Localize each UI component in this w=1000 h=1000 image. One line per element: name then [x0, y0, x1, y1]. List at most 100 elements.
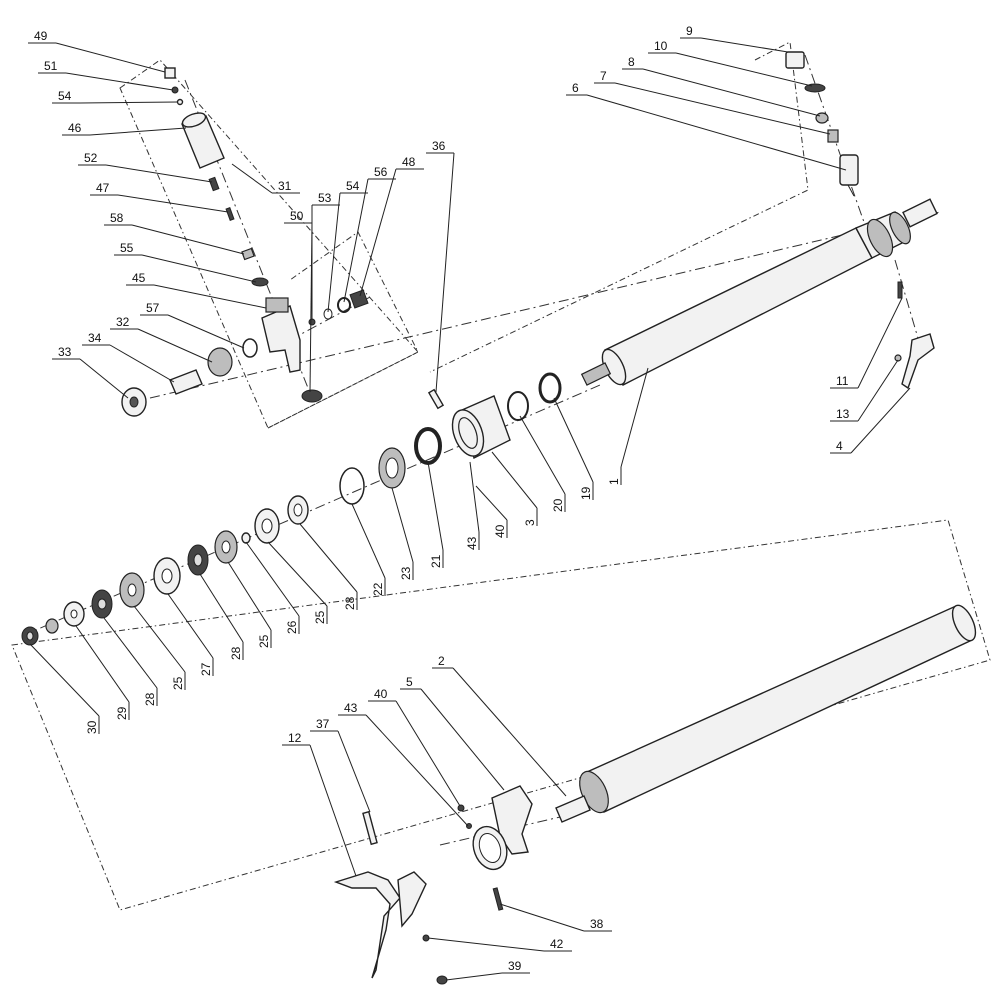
callout-c23: 23	[391, 487, 414, 580]
callout-label: 54	[58, 89, 72, 103]
boundary-frames	[11, 41, 991, 911]
callout-c25b: 25	[227, 561, 272, 648]
callout-label: 12	[288, 731, 302, 745]
callout-label: 49	[34, 29, 48, 43]
callout-label: 57	[146, 301, 160, 315]
callout-c52: 52	[78, 151, 213, 183]
callout-c51: 51	[38, 59, 174, 91]
part-49-plug	[164, 67, 176, 79]
part-57-oring	[242, 338, 258, 358]
callout-leader	[105, 164, 213, 183]
part-54a-oring	[176, 98, 184, 106]
callout-label: 11	[836, 374, 849, 388]
callout-label: 20	[551, 498, 565, 512]
callout-leader	[675, 52, 813, 87]
part-20-ring	[507, 391, 529, 421]
callout-label: 43	[344, 701, 358, 715]
part-4-lever	[901, 333, 935, 390]
callout-leader	[620, 367, 649, 468]
callout-leader	[586, 94, 847, 171]
part-37-bolt	[362, 810, 378, 846]
callout-c28c: 28	[103, 617, 158, 706]
callout-leader	[351, 503, 386, 579]
frame-inlet-assembly	[119, 59, 419, 429]
callout-c46: 46	[62, 121, 187, 136]
callout-label: 29	[115, 706, 129, 720]
callout-c56: 56	[343, 165, 396, 303]
frame-lower-assembly	[11, 519, 991, 911]
part-19-ring	[538, 372, 562, 404]
callout-label: 37	[316, 717, 330, 731]
callout-leader	[359, 168, 397, 297]
callout-c27: 27	[167, 593, 214, 676]
callout-leader	[79, 101, 179, 104]
callout-label: 50	[290, 209, 304, 223]
callout-c19: 19	[553, 397, 594, 500]
callout-leader	[231, 163, 273, 194]
callout-c26: 26	[245, 541, 300, 634]
callout-c38: 38	[499, 903, 612, 932]
part-58-seal	[241, 247, 255, 261]
callout-leader	[642, 68, 821, 117]
callout-label: 25	[171, 676, 185, 690]
callout-layer: 4951544652475855455732343331505354564836…	[28, 24, 911, 981]
callout-leader	[857, 297, 903, 389]
part-56-ring	[337, 297, 351, 313]
callout-c58: 58	[104, 211, 245, 255]
callout-leader	[137, 328, 213, 363]
callout-label: 7	[600, 69, 607, 83]
callout-label: 58	[110, 211, 124, 225]
callout-leader	[519, 415, 566, 495]
callout-label: 45	[132, 271, 146, 285]
callout-leader	[245, 541, 300, 617]
callout-leader	[153, 284, 267, 309]
callout-leader	[327, 192, 341, 313]
frame-upper-tube	[267, 231, 419, 429]
part-13-spring	[894, 354, 902, 362]
part-6-valve	[839, 154, 859, 186]
callout-label: 26	[285, 620, 299, 634]
callout-c25a: 25	[267, 541, 328, 624]
part-45-thread	[265, 297, 289, 313]
callout-label: 1	[607, 478, 621, 485]
callout-leader	[133, 605, 186, 673]
callout-leader	[109, 344, 175, 383]
callout-leader	[117, 194, 229, 213]
callout-label: 33	[58, 345, 72, 359]
callout-leader	[700, 37, 789, 53]
callout-label: 21	[429, 554, 443, 568]
callout-c48: 48	[359, 155, 424, 297]
callout-c43a: 43	[465, 461, 480, 550]
callout-c11: 11	[830, 297, 903, 389]
callout-label: 28	[343, 596, 357, 610]
callout-c37: 37	[310, 717, 371, 813]
part-34-fitting	[169, 369, 203, 395]
callout-label: 51	[44, 59, 58, 73]
callout-label: 6	[572, 81, 579, 95]
callout-label: 47	[96, 181, 110, 195]
part-23-bearing	[378, 447, 406, 489]
callout-c49: 49	[28, 29, 166, 73]
callout-leader	[75, 625, 130, 703]
callout-label: 13	[836, 407, 850, 421]
part-2-lower-tube	[555, 604, 977, 823]
part-8-ring	[815, 112, 829, 124]
callout-label: 52	[84, 151, 98, 165]
callout-c42: 42	[427, 937, 572, 952]
callout-leader	[499, 903, 585, 932]
callout-label: 23	[399, 566, 413, 580]
callout-label: 39	[508, 959, 522, 973]
callout-c4: 4	[830, 387, 911, 454]
callout-c20: 20	[519, 415, 566, 512]
callout-leader	[337, 730, 371, 813]
callout-c25c: 25	[133, 605, 186, 690]
part-38b-pin	[492, 887, 504, 911]
washer-stack	[21, 495, 309, 646]
callout-c8: 8	[622, 55, 821, 117]
right-small-parts	[894, 281, 935, 390]
callout-leader	[395, 700, 461, 807]
callout-label: 31	[278, 179, 292, 193]
part-39-nut	[436, 975, 448, 985]
callout-label: 43	[465, 536, 479, 550]
